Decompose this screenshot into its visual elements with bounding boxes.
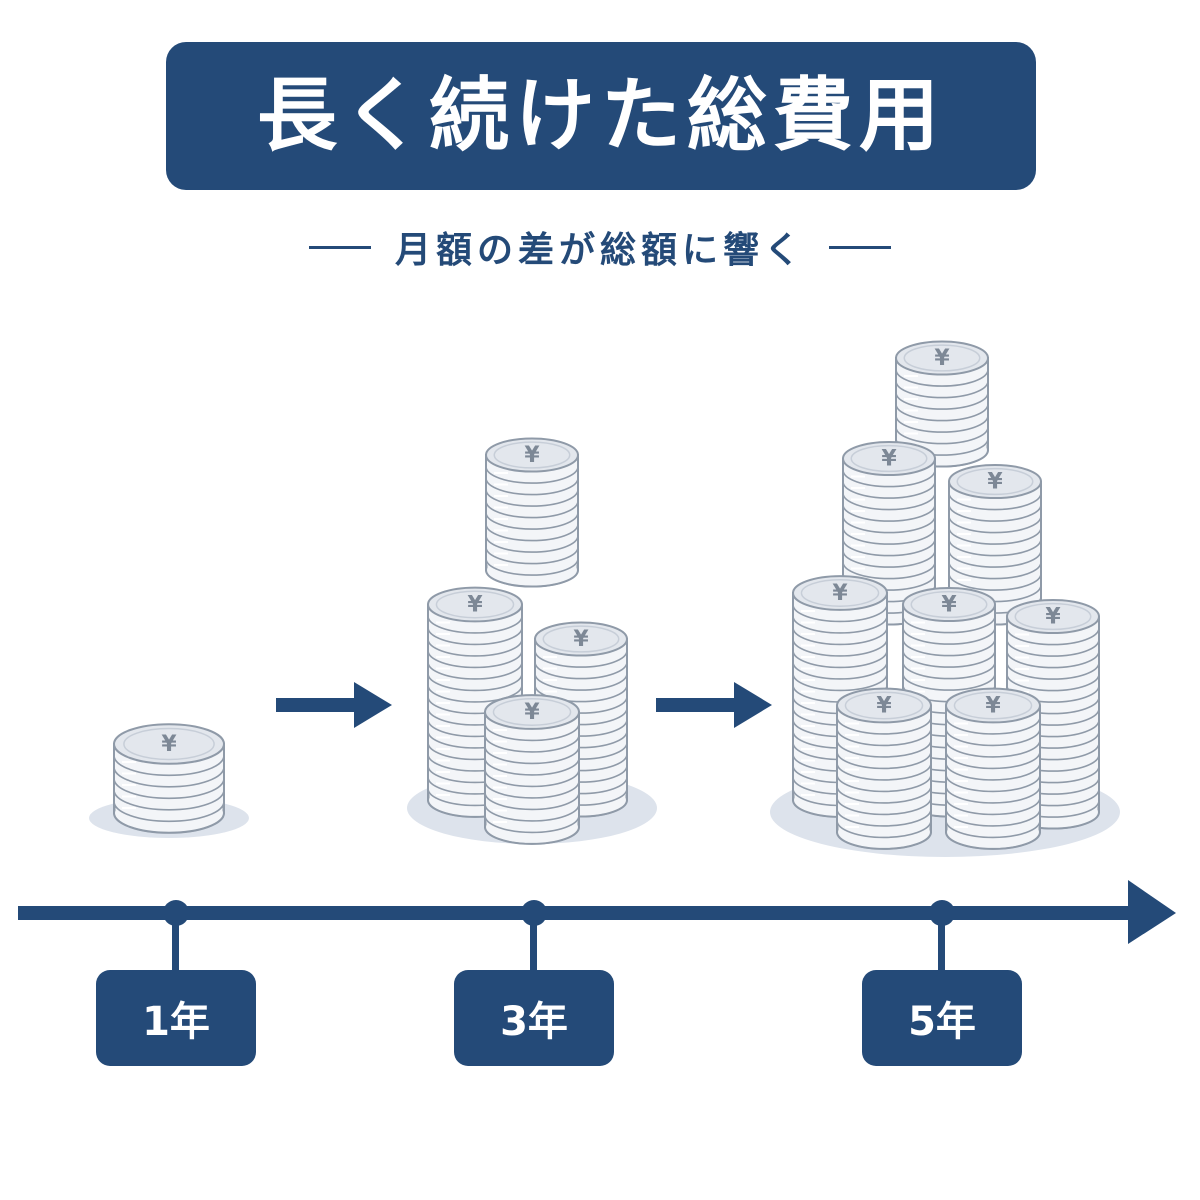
yen-symbol: ¥: [987, 470, 1003, 495]
yen-symbol: ¥: [876, 694, 892, 719]
label-5-years: 5年: [862, 970, 1022, 1066]
arrow-icon: [276, 682, 392, 728]
yen-symbol: ¥: [985, 694, 1001, 719]
label-1-year: 1年: [96, 970, 256, 1066]
yen-symbol: ¥: [881, 447, 897, 472]
timeline-marker: [163, 900, 189, 973]
yen-symbol: ¥: [1045, 605, 1061, 630]
yen-symbol: ¥: [161, 732, 177, 757]
label-3-years: 3年: [454, 970, 614, 1066]
subtitle: 月額の差が総額に響く: [394, 230, 805, 271]
title-banner: 長く続けた総費用: [166, 42, 1036, 190]
yen-symbol: ¥: [934, 346, 950, 371]
arrow-icon: [656, 682, 772, 728]
subtitle-row: 月額の差が総額に響く: [0, 222, 1200, 272]
timeline-marker: [521, 900, 547, 973]
coin-stack: ¥: [836, 687, 932, 850]
timeline-axis: [18, 880, 1176, 944]
coin-stack: ¥: [485, 437, 579, 588]
page-title: 長く続けた総費用: [257, 69, 945, 162]
yen-symbol: ¥: [467, 593, 483, 618]
yen-symbol: ¥: [832, 581, 848, 606]
coin-stack: ¥: [484, 694, 580, 845]
subtitle-dash-right: [829, 245, 891, 249]
subtitle-dash-left: [308, 245, 371, 249]
yen-symbol: ¥: [524, 700, 540, 725]
yen-symbol: ¥: [524, 443, 540, 468]
timeline-marker: [929, 900, 955, 973]
yen-symbol: ¥: [573, 627, 589, 652]
coin-stack: ¥: [113, 723, 225, 834]
coin-stack: ¥: [945, 687, 1041, 850]
yen-symbol: ¥: [941, 593, 957, 618]
